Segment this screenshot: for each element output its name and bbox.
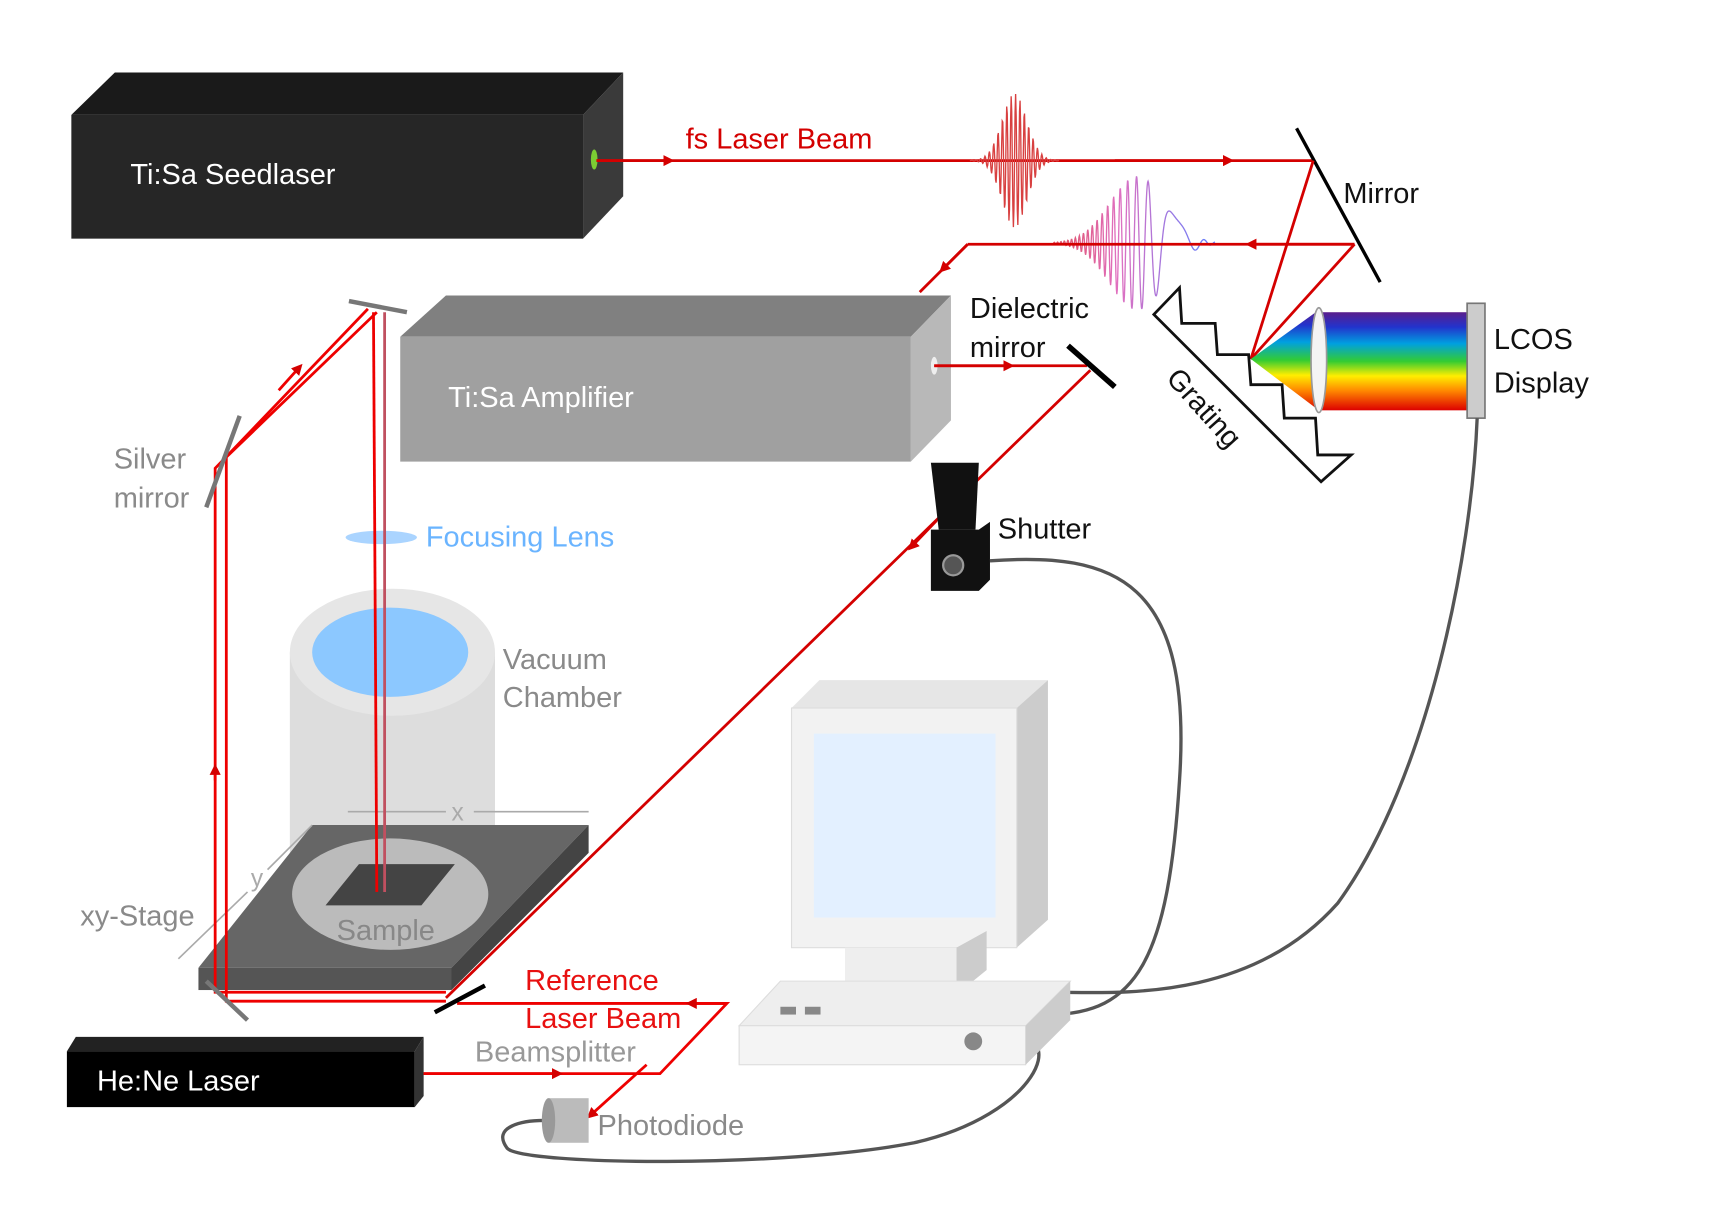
amplifier-label: Ti:Sa Amplifier [448,382,634,414]
mirror [1295,127,1382,283]
focusing-lens-label: Focusing Lens [426,521,614,553]
grating [1151,284,1355,484]
silver-mirror [204,415,242,509]
cables [501,418,1479,1164]
dielectric-label-2: mirror [970,332,1046,364]
chirped-pulse-waveform [1053,176,1216,310]
silver-mirror-label-2: mirror [114,482,190,514]
x-axis-label: x [452,800,464,827]
dispersed-spectrum-fan [1250,309,1319,411]
reference-label-2: Laser Beam [525,1003,681,1035]
photodiode [541,1098,589,1143]
xy-stage [198,825,589,991]
vacuum-label-2: Chamber [503,682,622,714]
seedlaser-label: Ti:Sa Seedlaser [130,159,335,191]
spectrum-band [1321,312,1469,411]
shutter [930,462,990,591]
sample [325,864,455,906]
hene-laser: He:Ne Laser [66,1036,424,1108]
amplifier-box: Ti:Sa Amplifier [400,295,951,462]
lcos-label-1: LCOS [1494,324,1573,356]
seedlaser-box: Ti:Sa Seedlaser [71,72,624,239]
amplified-beam [444,360,1092,999]
computer [737,680,1072,1066]
y-axis-label: y [251,865,264,892]
cylindrical-lens [1310,306,1328,414]
shaper-beams [918,160,1356,360]
hene-label: He:Ne Laser [97,1065,260,1097]
chamber-window [312,607,469,697]
beamsplitter-label: Beamsplitter [475,1036,636,1068]
sample-label: Sample [337,915,435,947]
mirror-label: Mirror [1343,178,1419,210]
vacuum-label-1: Vacuum [503,644,607,676]
reference-beam [423,997,731,1119]
reference-label-1: Reference [525,965,659,997]
monitor-screen [813,733,996,918]
vacuum-chamber [289,588,495,859]
dielectric-mirror [1066,343,1117,390]
top-mirror [348,298,408,315]
bottom-mirror [204,979,250,1022]
silver-mirror-label-1: Silver [114,443,187,475]
dielectric-label-1: Dielectric [970,293,1089,325]
lcos-label-2: Display [1494,367,1589,399]
beamsplitter [433,983,487,1015]
laser-aperture-icon [590,149,598,170]
axis-arrows [177,810,589,960]
fs-pulse-waveform [969,94,1060,228]
focusing-lens [345,530,417,545]
xy-stage-label: xy-Stage [80,900,194,932]
fs-beam-label: fs Laser Beam [686,123,873,155]
photodiode-label: Photodiode [598,1110,745,1142]
lcos-display [1466,302,1486,419]
beam-paths-left [209,307,446,1003]
shutter-label: Shutter [998,514,1092,546]
